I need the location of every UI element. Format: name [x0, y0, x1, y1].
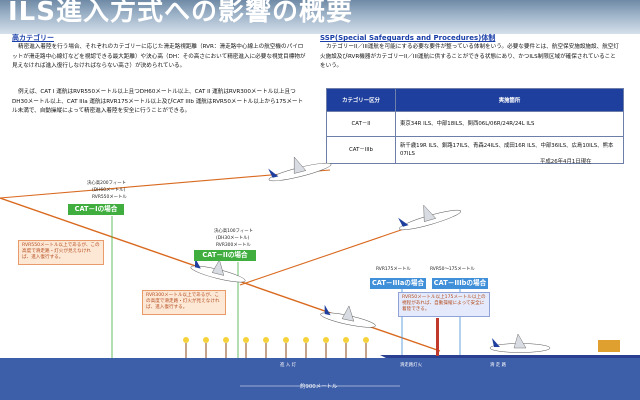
cat3a-badge: CAT－IIIaの場合: [370, 278, 426, 289]
cat2-badge: CAT－IIの場合: [194, 250, 256, 261]
category-table: カテゴリー区分 実施箇所 CAT－II 東京34R ILS、中部18ILS、関西…: [326, 88, 624, 164]
runway-light-pole: [436, 318, 439, 356]
table-row: CAT－IIIb 新千歳19R ILS、釧路17ILS、青森24ILS、成田16…: [326, 136, 624, 164]
table-row: CAT－II 東京34R ILS、中部18ILS、関西06L/06R/24R/2…: [326, 111, 624, 137]
approach-lights: [183, 337, 369, 358]
left-paragraph-1: 精密進入着陸を行う場合、それぞれのカテゴリーに応じた滑走路視距離（RVR：滑走路…: [12, 44, 306, 70]
tug-vehicle: [598, 340, 620, 352]
plane-icon: [489, 333, 551, 353]
cat2-note: RVR300メートル以上であるが、この高度で滑走路・灯火が見えなければ、進入復行…: [142, 290, 226, 315]
table-cell-places: 東京34R ILS、中部18ILS、関西06L/06R/24R/24L ILS: [395, 111, 624, 137]
cat1-rvr-label: RVR550メートル: [92, 195, 127, 200]
cat2-dh-sub: (DH30メートル): [216, 236, 250, 241]
plane-icon: [398, 204, 462, 231]
cat2-dh-label: 決心高100フィート: [214, 229, 254, 234]
cat2-rvr-label: RVR300メートル: [216, 243, 251, 248]
cat3b-note: RVR50メートル以上175メートル以上の視程があれば、自動操縦によって安全に着…: [398, 292, 490, 317]
runway-label: 滑 走 路: [490, 363, 506, 368]
page-title: ILS進入方式への影響の概要: [8, 0, 353, 27]
table-cell-places: 新千歳19R ILS、釧路17ILS、青森24ILS、成田16R ILS、中部3…: [395, 136, 624, 164]
table-header-category: カテゴリー区分: [326, 88, 396, 112]
right-section-title: SSP(Special Safeguards and Procedures)体制: [320, 34, 496, 42]
right-paragraph: カテゴリーII／III運航を可能にする必要な要件が整っている体制をいう。必要な要…: [320, 44, 619, 70]
approach-lights-label: 進 入 灯: [280, 363, 296, 368]
cat1-dh-label: 決心高200フィート: [87, 181, 127, 186]
left-paragraph-2: 例えば、CAT I 運航はRVR550メートル以上且つDH60メートル以上、CA…: [12, 89, 304, 115]
table-cell-category: CAT－IIIb: [326, 136, 396, 164]
runway-lights-label: 滑走路灯火: [400, 363, 422, 368]
cat1-note: RVR550メートル以上であるが、この高度で滑走路・灯火が見えなければ、進入復行…: [18, 240, 104, 265]
header-banner: ILS進入方式への影響の概要: [0, 0, 640, 34]
table-header-places: 実施箇所: [395, 88, 624, 112]
table-header-row: カテゴリー区分 実施箇所: [326, 88, 624, 112]
plane-icon: [268, 156, 332, 182]
date-note: 平成26年4月1日現在: [540, 159, 592, 165]
distance-label: 約900メートル: [300, 384, 338, 390]
cat3b-rvr-label: RVR50〜175メートル: [430, 267, 475, 272]
cat1-badge: CAT－Iの場合: [68, 204, 124, 215]
cat3a-rvr-label: RVR175メートル: [376, 267, 411, 272]
cat3b-badge: CAT－IIIbの場合: [432, 278, 488, 289]
ground-band: [0, 358, 640, 400]
left-section-title: 高カテゴリー: [12, 34, 54, 42]
cat1-dh-sub: (DH60メートル): [92, 188, 126, 193]
plane-icon: [320, 304, 376, 328]
